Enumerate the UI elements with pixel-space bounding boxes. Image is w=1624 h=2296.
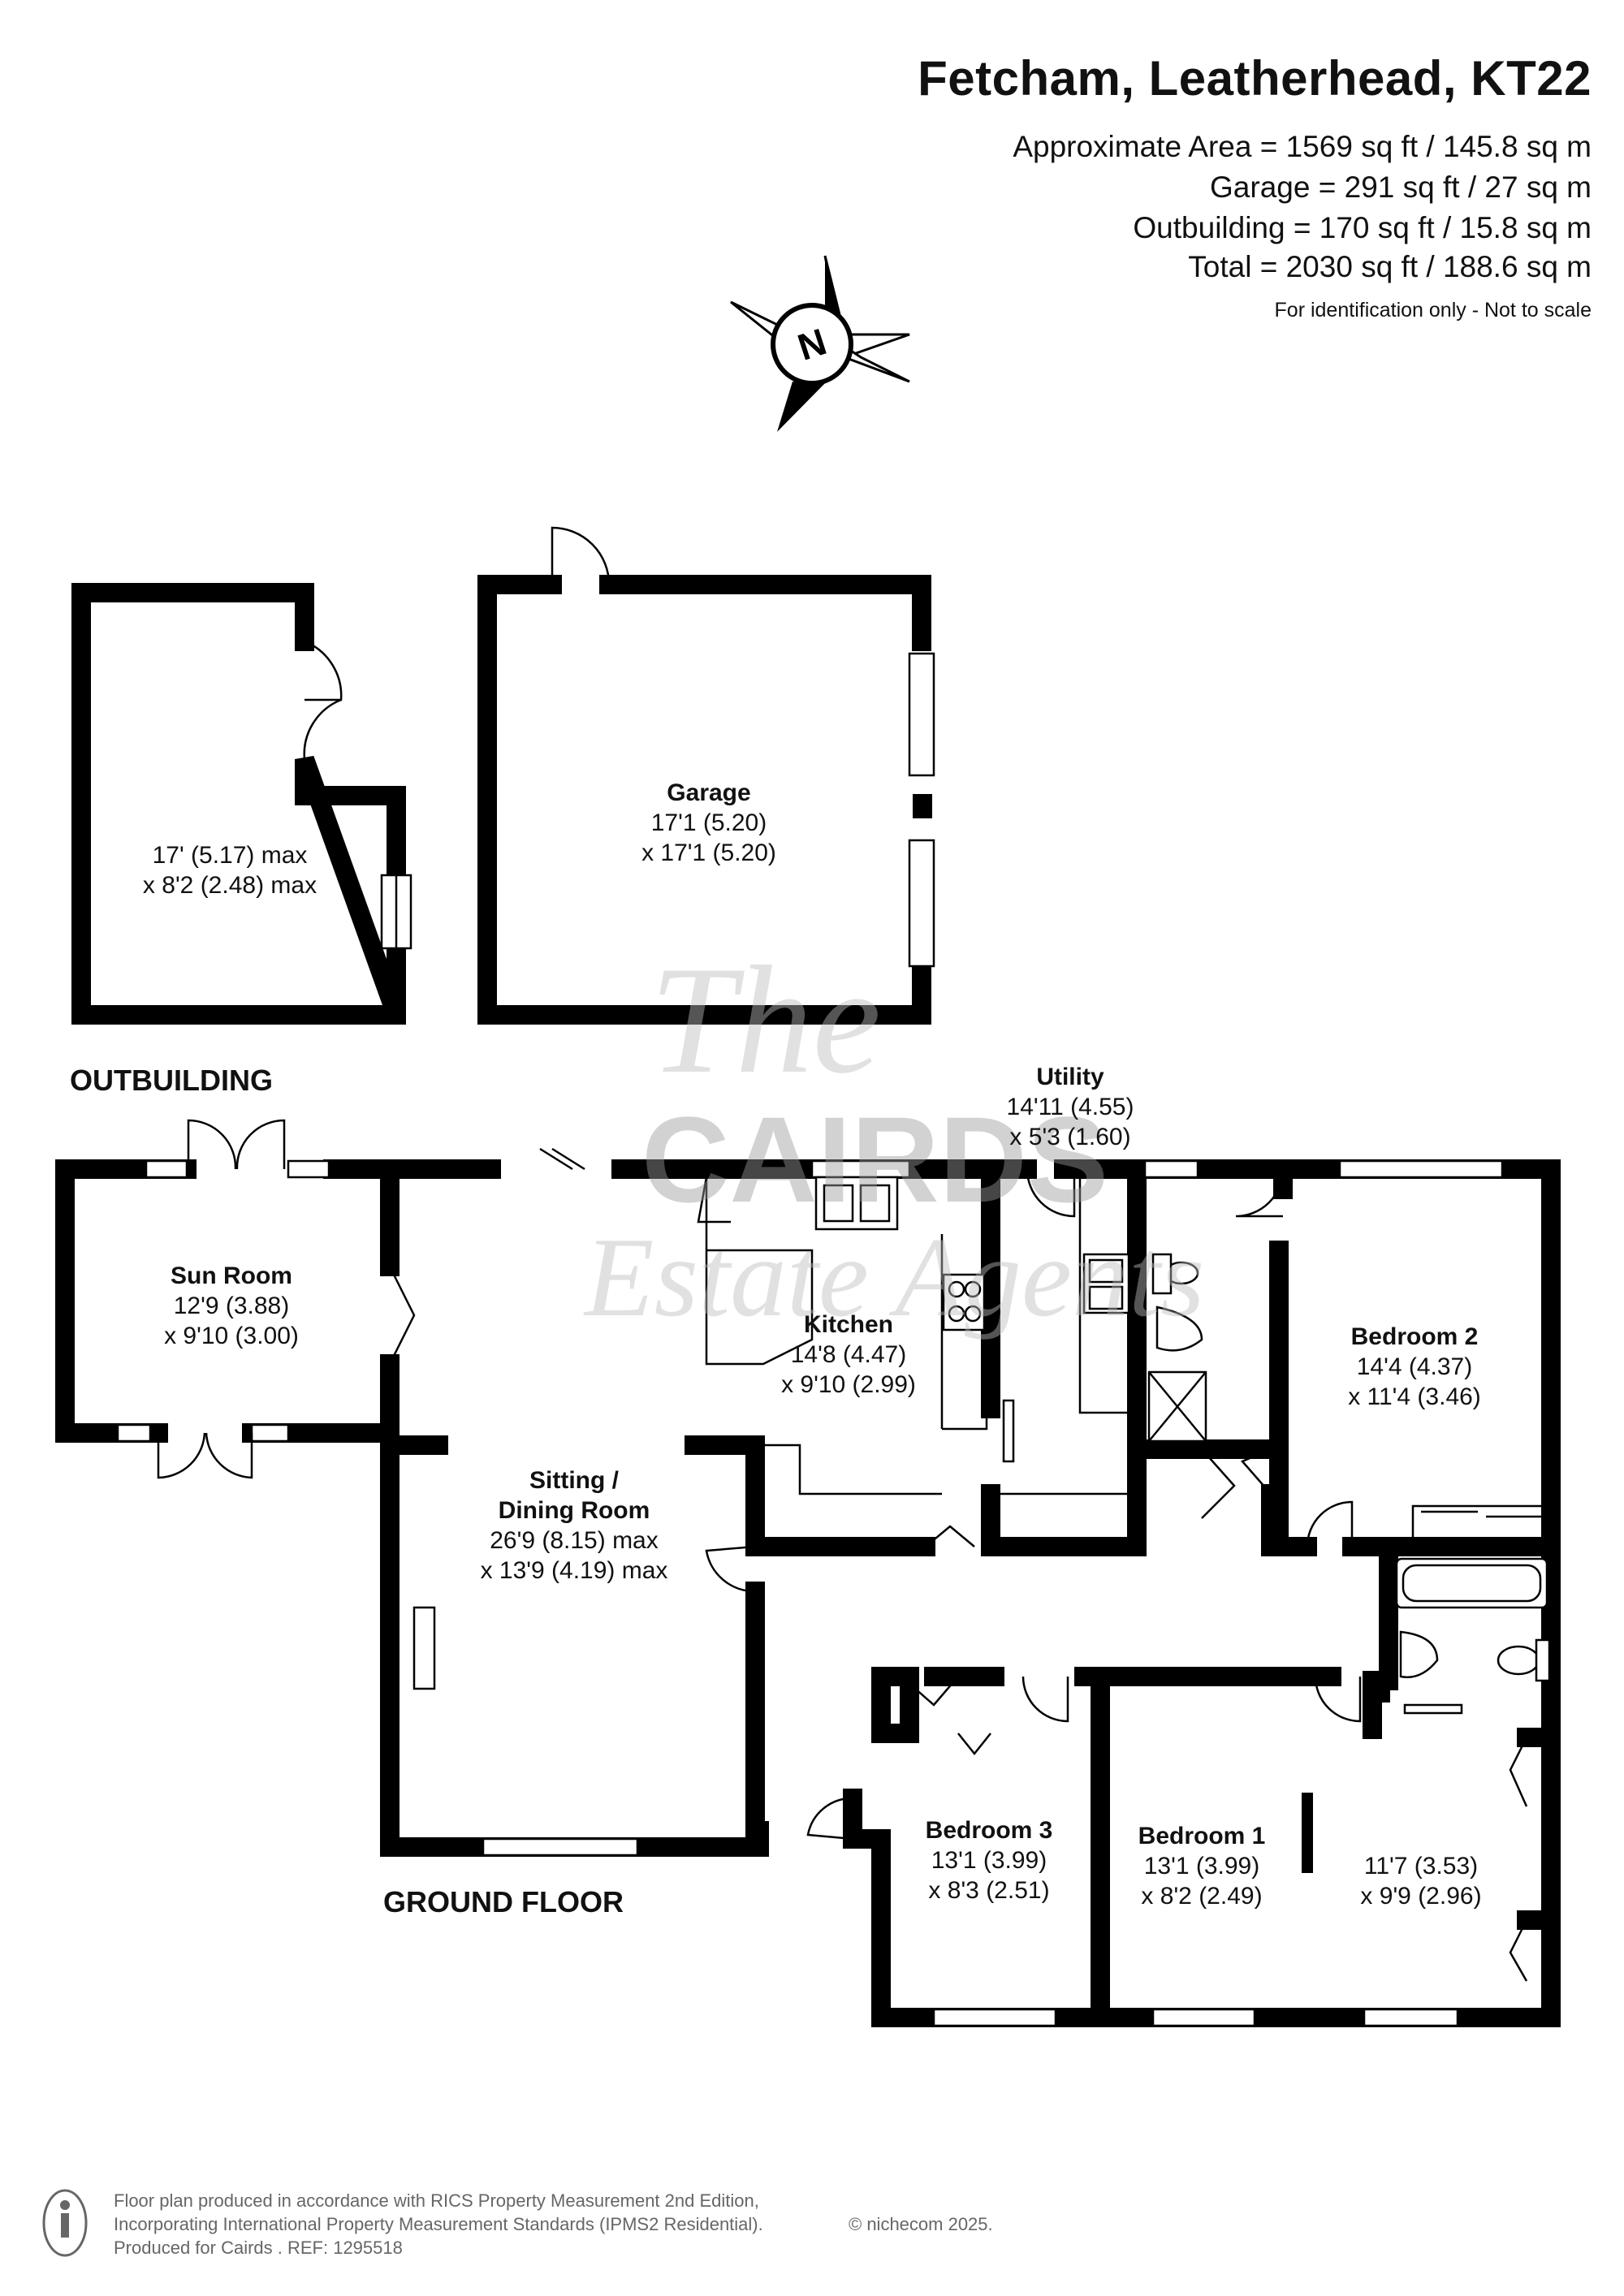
footer-credit: © nichecom 2025. (849, 2214, 993, 2234)
bedroom-2-name: Bedroom 2 (1350, 1323, 1479, 1350)
floor-label-outbuilding: OUTBUILDING (70, 1064, 273, 1097)
outbuilding-label: 17' (5.17) max x 8'2 (2.48) max (143, 840, 317, 900)
svg-text:CAIRDS: CAIRDS (641, 1091, 1108, 1228)
bedroom-2-label: Bedroom 2 14'4 (4.37) x 11'4 (3.46) (1348, 1322, 1481, 1412)
garage-name: Garage (667, 779, 751, 806)
compass-icon: N (730, 255, 910, 432)
kitchen-dim-2: x 9'10 (2.99) (781, 1371, 916, 1398)
svg-text:Estate Agents: Estate Agents (583, 1215, 1204, 1340)
bedroom-2-dim-1: 14'4 (4.37) (1356, 1353, 1473, 1380)
sitting-name-2: Dining Room (498, 1497, 650, 1524)
garage-dim-2: x 17'1 (5.20) (641, 839, 776, 866)
kitchen-label: Kitchen 14'8 (4.47) x 9'10 (2.99) (781, 1310, 916, 1400)
bedroom-3-dim-2: x 8'3 (2.51) (928, 1877, 1050, 1904)
garage-area: Garage = 291 sq ft / 27 sq m (1210, 170, 1592, 204)
sitting-dim-2: x 13'9 (4.19) max (480, 1557, 668, 1584)
bedroom-1-alcove-dim-1: 11'7 (3.53) (1363, 1853, 1479, 1880)
footer-line-3: Produced for Cairds . REF: 1295518 (114, 2238, 403, 2258)
approximate-area: Approximate Area = 1569 sq ft / 145.8 sq… (1013, 130, 1592, 163)
sun-room-dim-2: x 9'10 (3.00) (164, 1323, 299, 1349)
bedroom-3-name: Bedroom 3 (925, 1817, 1053, 1844)
svg-text:The: The (650, 935, 881, 1106)
bedroom-2-dim-2: x 11'4 (3.46) (1348, 1383, 1481, 1410)
garage-label: Garage 17'1 (5.20) x 17'1 (5.20) (641, 778, 776, 868)
garage-dim-1: 17'1 (5.20) (650, 809, 767, 836)
utility-name: Utility (1036, 1064, 1104, 1090)
utility-label: Utility 14'11 (4.55) x 5'3 (1.60) (1007, 1062, 1134, 1152)
sun-room-label: Sun Room 12'9 (3.88) x 9'10 (3.00) (164, 1261, 299, 1351)
footer-text: Floor plan produced in accordance with R… (114, 2189, 763, 2259)
outbuilding-dim-1: 17' (5.17) max (152, 842, 308, 869)
total-area: Total = 2030 sq ft / 188.6 sq m (1188, 250, 1592, 283)
sitting-dim-1: 26'9 (8.15) max (490, 1527, 659, 1554)
bedroom-1-alcove-dim-2: x 9'9 (2.96) (1360, 1883, 1482, 1910)
footer-line-1: Floor plan produced in accordance with R… (114, 2190, 759, 2211)
outbuilding-dim-2: x 8'2 (2.48) max (142, 872, 317, 899)
outbuilding-walls (71, 583, 412, 1025)
watermark-logo: The CAIRDS Estate Agents (583, 935, 1204, 1340)
page-title: Fetcham, Leatherhead, KT22 (918, 51, 1592, 106)
kitchen-name: Kitchen (803, 1311, 894, 1338)
utility-dim-1: 14'11 (4.55) (1006, 1094, 1134, 1120)
kitchen-dim-1: 14'8 (4.47) (790, 1341, 907, 1368)
bedroom-3-label: Bedroom 3 13'1 (3.99) x 8'3 (2.51) (926, 1815, 1053, 1905)
bedroom-3-dim-1: 13'1 (3.99) (931, 1847, 1047, 1874)
outbuilding-area: Outbuilding = 170 sq ft / 15.8 sq m (1133, 211, 1592, 244)
sun-room-name: Sun Room (170, 1262, 292, 1289)
bedroom-1-alcove-label: 11'7 (3.53) x 9'9 (2.96) (1360, 1851, 1481, 1911)
sitting-dining-label: Sitting / Dining Room 26'9 (8.15) max x … (481, 1465, 668, 1586)
sun-room-dim-1: 12'9 (3.88) (173, 1293, 290, 1319)
disclaimer-note: For identification only - Not to scale (1274, 299, 1592, 322)
bedroom-1-dim-1: 13'1 (3.99) (1143, 1853, 1260, 1880)
garage-walls (477, 526, 935, 1025)
fixtures (412, 1176, 1551, 1715)
bedroom-1-label: Bedroom 1 13'1 (3.99) x 8'2 (2.49) (1138, 1821, 1266, 1911)
utility-dim-2: x 5'3 (1.60) (1009, 1124, 1131, 1150)
bedroom-1-dim-2: x 8'2 (2.49) (1141, 1883, 1263, 1910)
floor-label-ground: GROUND FLOOR (383, 1885, 624, 1918)
house-doors (539, 1147, 1528, 1982)
house-windows (482, 1159, 1504, 2027)
bedroom-1-name: Bedroom 1 (1138, 1823, 1266, 1849)
person-icon (42, 2189, 88, 2257)
sitting-name-1: Sitting / (529, 1467, 619, 1494)
footer-line-2: Incorporating International Property Mea… (114, 2214, 763, 2234)
